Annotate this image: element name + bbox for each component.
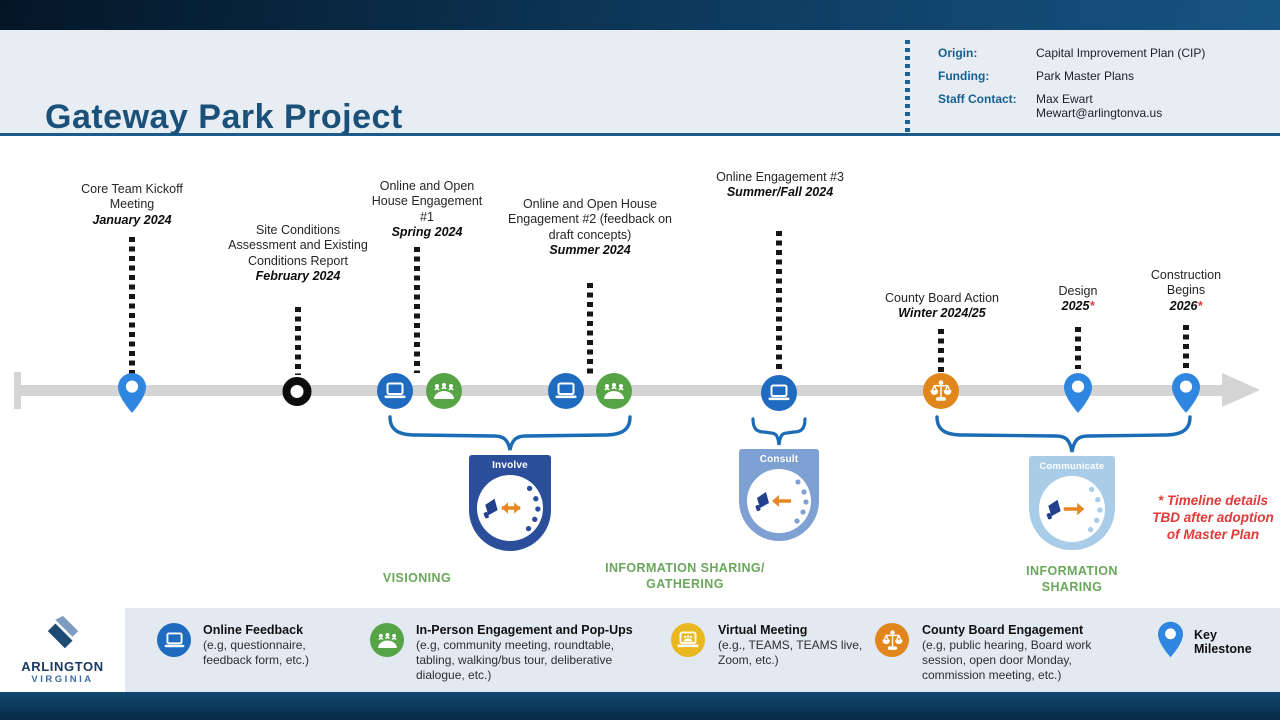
speaker-icon	[483, 498, 498, 519]
milestone-label: Design 2025*	[1058, 284, 1098, 314]
timeline-arrowhead-icon	[1222, 373, 1260, 407]
footer-bar	[0, 692, 1280, 720]
origin-value: Capital Improvement Plan (CIP)	[1036, 46, 1206, 60]
staff-contact-label: Staff Contact:	[938, 92, 1017, 106]
communicate-badge: Communicate	[1029, 456, 1115, 550]
two-way-arrow-icon	[501, 502, 521, 514]
milestone-label: Online and Open House Engagement #2 (fee…	[507, 197, 672, 257]
legend-item: In-Person Engagement and Pop-Ups (e.g, c…	[416, 623, 633, 682]
staff-name: Max Ewart	[1036, 92, 1093, 106]
speaker-icon	[1046, 499, 1061, 520]
milestone-connector	[587, 283, 593, 375]
online-feedback-icon	[157, 623, 191, 657]
involve-badge: Involve	[469, 455, 551, 551]
legend-item: Online Feedback (e.g, questionnaire, fee…	[203, 623, 310, 667]
staff-contact-value: Max Ewart Mewart@arlingtonva.us	[1036, 92, 1248, 120]
left-arrow-icon	[772, 495, 791, 507]
top-accent-bar	[0, 0, 1280, 30]
online-feedback-icon	[761, 375, 797, 411]
arlington-diamond-icon	[47, 615, 78, 649]
in-person-engagement-icon	[596, 373, 632, 409]
legend-item: Key Milestone	[1194, 628, 1252, 656]
consult-badge-circle	[747, 469, 811, 533]
logo-text-arlington: ARLINGTON	[21, 659, 104, 674]
dotted-arc	[525, 485, 541, 532]
dotted-arc	[1087, 486, 1103, 533]
funding-value: Park Master Plans	[1036, 69, 1135, 83]
involve-badge-title: Involve	[492, 460, 528, 471]
online-feedback-icon	[377, 373, 413, 409]
milestone-connector	[1075, 327, 1081, 369]
tbd-asterisk: *	[1089, 299, 1095, 314]
county-board-engagement-icon	[923, 373, 959, 409]
involve-badge-circle	[477, 475, 543, 541]
info-dotted-divider	[905, 40, 910, 132]
milestone-connector	[129, 237, 135, 375]
milestone-label: Core Team Kickoff Meeting January 2024	[81, 182, 183, 227]
consult-badge: Consult	[739, 449, 819, 541]
in-person-icon	[370, 623, 404, 657]
key-milestone-pin-icon	[1172, 372, 1200, 419]
key-milestone-icon	[1158, 621, 1183, 663]
legend-item: Virtual Meeting (e.g., TEAMS, TEAMS live…	[718, 623, 863, 667]
arlington-logo: ARLINGTON VIRGINIA	[0, 608, 125, 692]
milestone-connector	[776, 231, 782, 373]
milestone-connector	[1183, 325, 1189, 369]
online-feedback-icon	[548, 373, 584, 409]
phase-label-visioning: VISIONING	[382, 571, 452, 585]
right-arrow-icon	[1063, 502, 1085, 516]
phase-label-info-sharing-gathering: INFORMATION SHARING/ GATHERING	[605, 561, 765, 592]
milestone-connector	[938, 329, 944, 373]
page-title: Gateway Park Project	[45, 98, 403, 136]
open-circle-marker-icon	[282, 377, 312, 406]
timeline-tbd-note: * Timeline details TBD after adoption of…	[1152, 493, 1274, 542]
header-band: Gateway Park Project	[0, 30, 1280, 136]
milestone-label: Site Conditions Assessment and Existing …	[228, 223, 368, 283]
consult-badge-title: Consult	[759, 454, 799, 465]
speaker-icon	[755, 492, 769, 512]
milestone-connector	[295, 307, 301, 375]
consult-brace	[751, 417, 807, 454]
tbd-asterisk: *	[1197, 298, 1203, 313]
milestone-label: Online Engagement #3 Summer/Fall 2024	[716, 170, 844, 200]
milestone-connector	[414, 247, 420, 373]
staff-email: Mewart@arlingtonva.us	[1036, 106, 1163, 120]
milestone-label: Construction Begins 2026*	[1150, 268, 1222, 313]
logo-text-virginia: VIRGINIA	[31, 674, 94, 685]
in-person-engagement-icon	[426, 373, 462, 409]
milestone-label: Online and Open House Engagement #1 Spri…	[371, 179, 483, 239]
county-board-icon	[875, 623, 909, 657]
communicate-badge-circle	[1039, 476, 1105, 542]
legend-band	[125, 608, 1280, 692]
communicate-brace	[935, 414, 1192, 461]
key-milestone-pin-icon	[1064, 372, 1092, 419]
legend-item: County Board Engagement (e.g, public hea…	[922, 623, 1092, 682]
key-milestone-pin-icon	[118, 372, 146, 419]
virtual-meeting-icon	[671, 623, 705, 657]
communicate-badge-title: Communicate	[1039, 461, 1105, 472]
phase-label-information-sharing: INFORMATION SHARING	[1026, 564, 1118, 595]
dotted-arc	[794, 479, 809, 524]
project-info-box: Origin: Capital Improvement Plan (CIP) F…	[938, 46, 1248, 120]
involve-brace	[388, 414, 632, 459]
milestone-label: County Board Action Winter 2024/25	[885, 291, 999, 321]
funding-label: Funding:	[938, 69, 990, 83]
origin-label: Origin:	[938, 46, 978, 60]
